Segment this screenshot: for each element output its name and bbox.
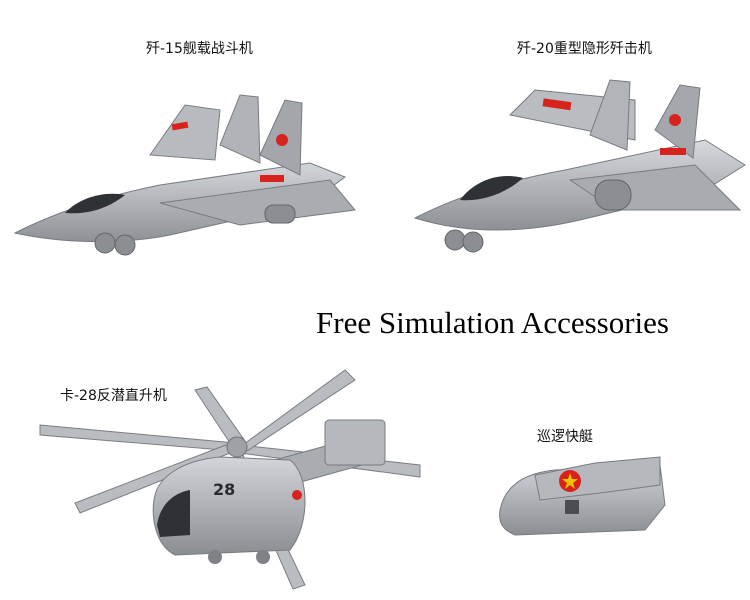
headline: Free Simulation Accessories (316, 305, 669, 340)
j15-fighter-toy (13, 94, 356, 256)
patrol-boat-label: 巡逻快艇 (537, 429, 593, 445)
j15-label: 歼-15舰载战斗机 (146, 41, 253, 57)
helicopter-number: 28 (213, 480, 235, 499)
ka28-label: 卡-28反潜直升机 (60, 388, 167, 404)
ka28-helicopter-toy: 28 (39, 369, 421, 590)
j20-fighter-toy (413, 79, 746, 253)
patrol-boat-toy (499, 456, 666, 536)
j20-label: 歼-20重型隐形歼击机 (517, 41, 652, 57)
